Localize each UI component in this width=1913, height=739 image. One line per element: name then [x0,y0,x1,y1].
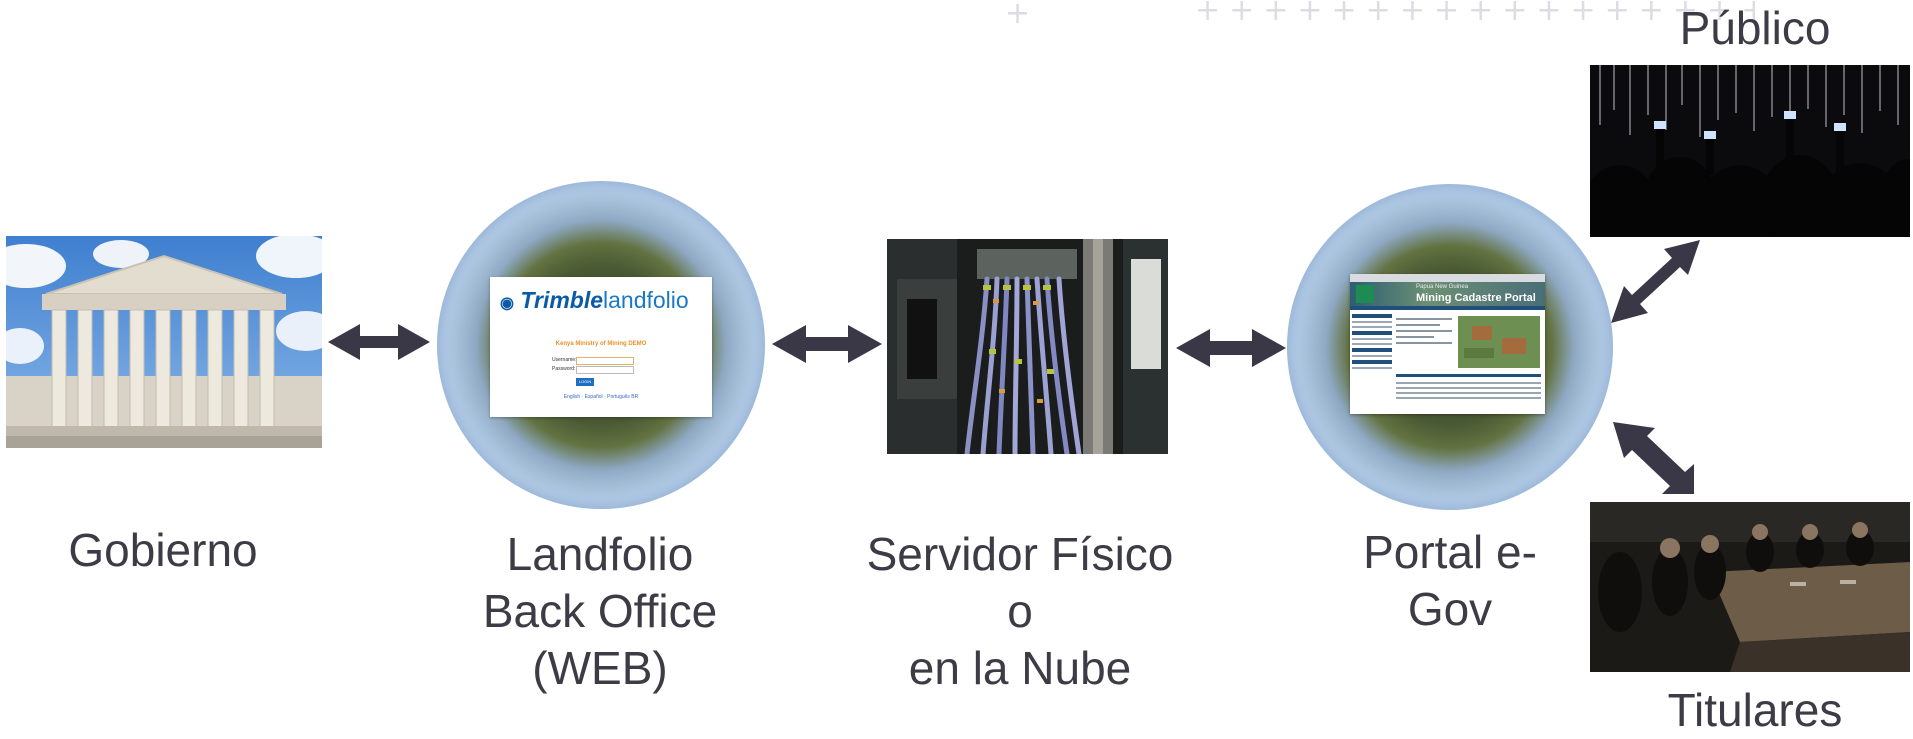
arrow-portal-publico [1611,240,1700,323]
login-title: Kenya Ministry of Mining DEMO [555,341,647,347]
gobierno-photo [6,236,322,448]
trimble-logo-icon: ◉ [500,295,514,312]
portal-logo-icon [1356,285,1374,303]
portal-title: Mining Cadastre Portal [1416,292,1536,304]
password-input[interactable] [576,366,634,374]
portal-map [1458,316,1540,368]
arrow-gobierno-landfolio [328,324,430,360]
portal-sidebar [1352,314,1392,410]
language-espanol[interactable]: Español [584,394,603,400]
landfolio-label: Landfolio Back Office (WEB) [482,528,718,694]
publico-label: Público [1679,2,1831,54]
landfolio-login-screenshot: ◉ Trimblelandfolio Kenya Ministry of Min… [490,277,712,417]
password-label: Password: [552,366,576,372]
plus-decoration: + [1005,0,1031,31]
arrow-landfolio-servidor [772,325,882,363]
username-label: Username: [552,357,577,363]
arrow-portal-titulares [1613,422,1694,494]
titulares-label: Titulares [1667,684,1843,736]
portal-country: Papua New Guinea [1416,284,1469,290]
gobierno-label: Gobierno [68,524,258,576]
language-portugues[interactable]: Português BR [607,394,639,400]
servidor-label: Servidor Físico o en la Nube [866,528,1174,694]
username-input[interactable] [576,357,634,365]
portal-label: Portal e- Gov [1363,526,1537,635]
language-english[interactable]: English [563,394,581,400]
titulares-photo [1590,502,1910,672]
trimble-logo-text: Trimble [520,287,604,313]
publico-photo [1590,65,1910,237]
arrow-servidor-portal [1176,329,1286,367]
servidor-photo [887,239,1168,454]
plus-pattern-decoration: +++++++++++++++++ [1195,0,1755,26]
portal-screenshot: Papua New Guinea Mining Cadastre Portal [1350,274,1545,414]
landfolio-logo-text: landfolio [603,287,689,313]
login-button[interactable]: LOGIN [576,378,594,386]
